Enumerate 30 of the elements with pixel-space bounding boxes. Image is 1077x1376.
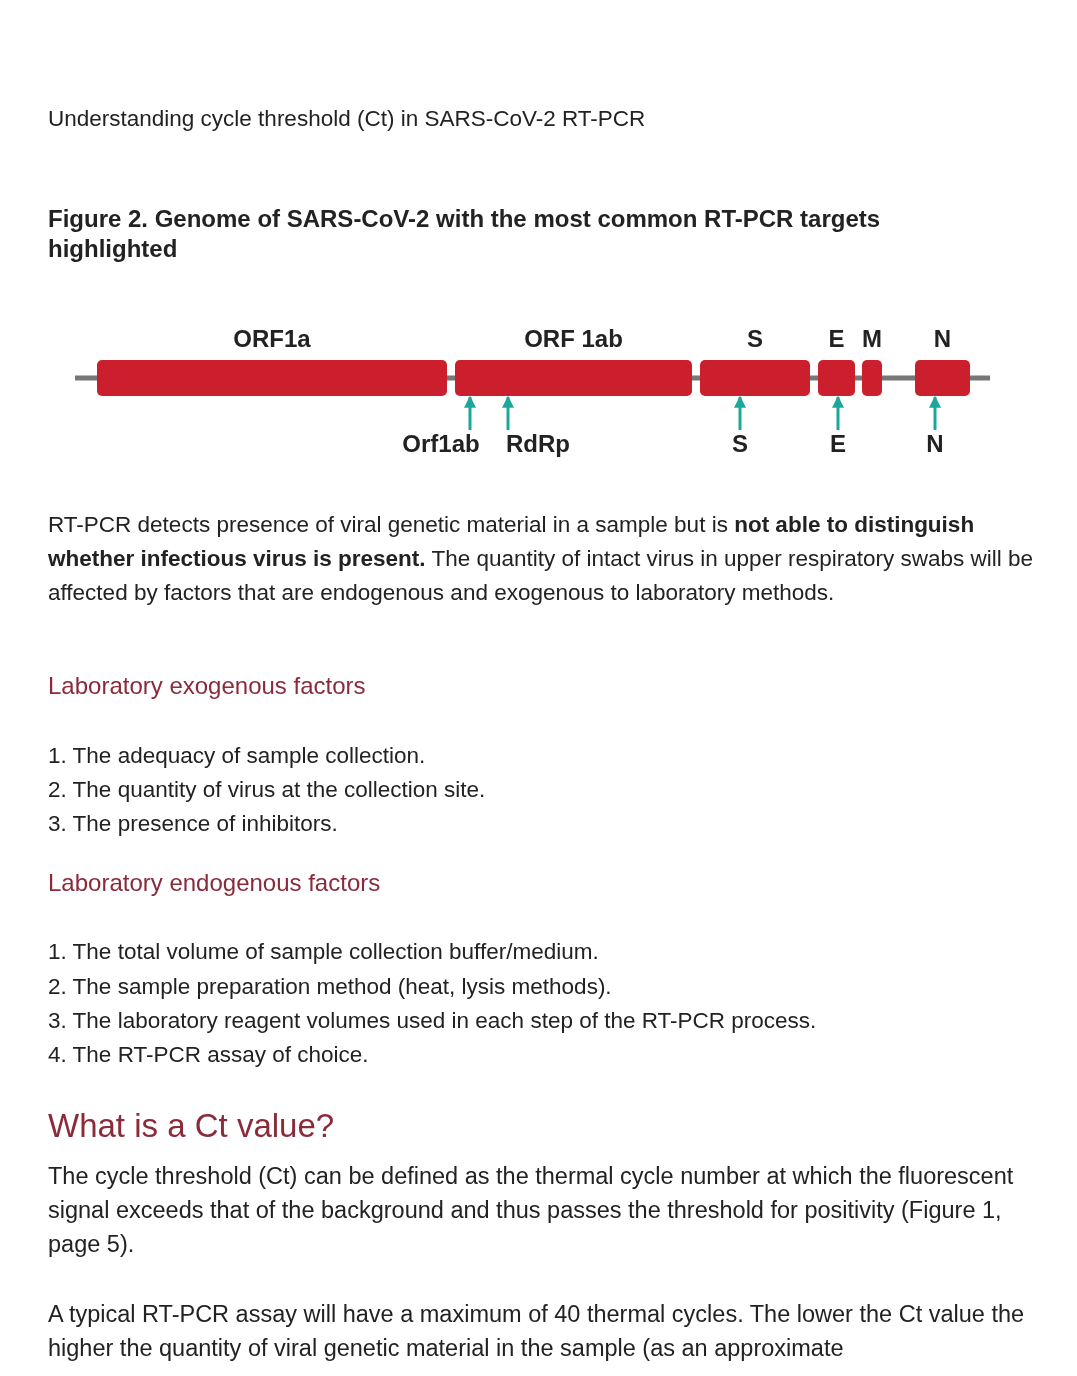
figure-title: Figure 2. Genome of SARS-CoV-2 with the most common RT-PCR targets highlighted <box>48 204 882 264</box>
section-heading: Laboratory exogenous factors <box>48 672 367 700</box>
target-label: RdRp <box>500 430 576 458</box>
arrow <box>929 395 941 430</box>
list-item: 3. The laboratory reagent volumes used in each step of the RT-PCR process. <box>48 1007 818 1035</box>
target-label: S <box>725 430 755 458</box>
target-label: E <box>823 430 853 458</box>
gene-label: ORF 1ab <box>523 325 624 353</box>
gene-label: S <box>746 325 764 353</box>
gene-label: M <box>862 325 882 353</box>
list-item: 4. The RT-PCR assay of choice. <box>48 1041 370 1069</box>
list-item: 3. The presence of inhibitors. <box>48 810 339 838</box>
page-header: Understanding cycle threshold (Ct) in SARS-CoV-2 RT-PCR <box>48 105 647 133</box>
target-label: N <box>920 430 950 458</box>
list-item: 1. The total volume of sample collection buffer/medium. <box>48 938 600 966</box>
paragraph: RT-PCR detects presence of viral genetic material in a sample but is not able to distinguish whether infectious virus is present. The quantity of intact virus in upper respiratory swabs will be affected by factors that are endogenous and exogenous to laboratory methods. <box>48 511 1034 607</box>
arrow <box>734 395 746 430</box>
section-heading: Laboratory endogenous factors <box>48 869 382 897</box>
gene-label: N <box>932 325 953 353</box>
list-item: 2. The quantity of virus at the collection site. <box>48 776 487 804</box>
target-label: Orf1ab <box>398 430 484 458</box>
arrow <box>464 395 476 430</box>
gene-label: ORF1a <box>232 325 312 353</box>
paragraph: A typical RT-PCR assay will have a maximum of 40 thermal cycles. The lower the Ct value the higher the quantity of viral genetic material in the sample (as an approximate <box>48 1300 1026 1363</box>
gene-label: E <box>827 325 846 353</box>
section-heading: What is a Ct value? <box>48 1106 335 1146</box>
list-item: 2. The sample preparation method (heat, lysis methods). <box>48 973 613 1001</box>
paragraph: The cycle threshold (Ct) can be defined as the thermal cycle number at which the fluorescent signal exceeds that of the background and thus passes the threshold for positivity (Figure 1, page 5). <box>48 1162 1015 1259</box>
list-item: 1. The adequacy of sample collection. <box>48 742 427 770</box>
arrow <box>502 395 514 430</box>
